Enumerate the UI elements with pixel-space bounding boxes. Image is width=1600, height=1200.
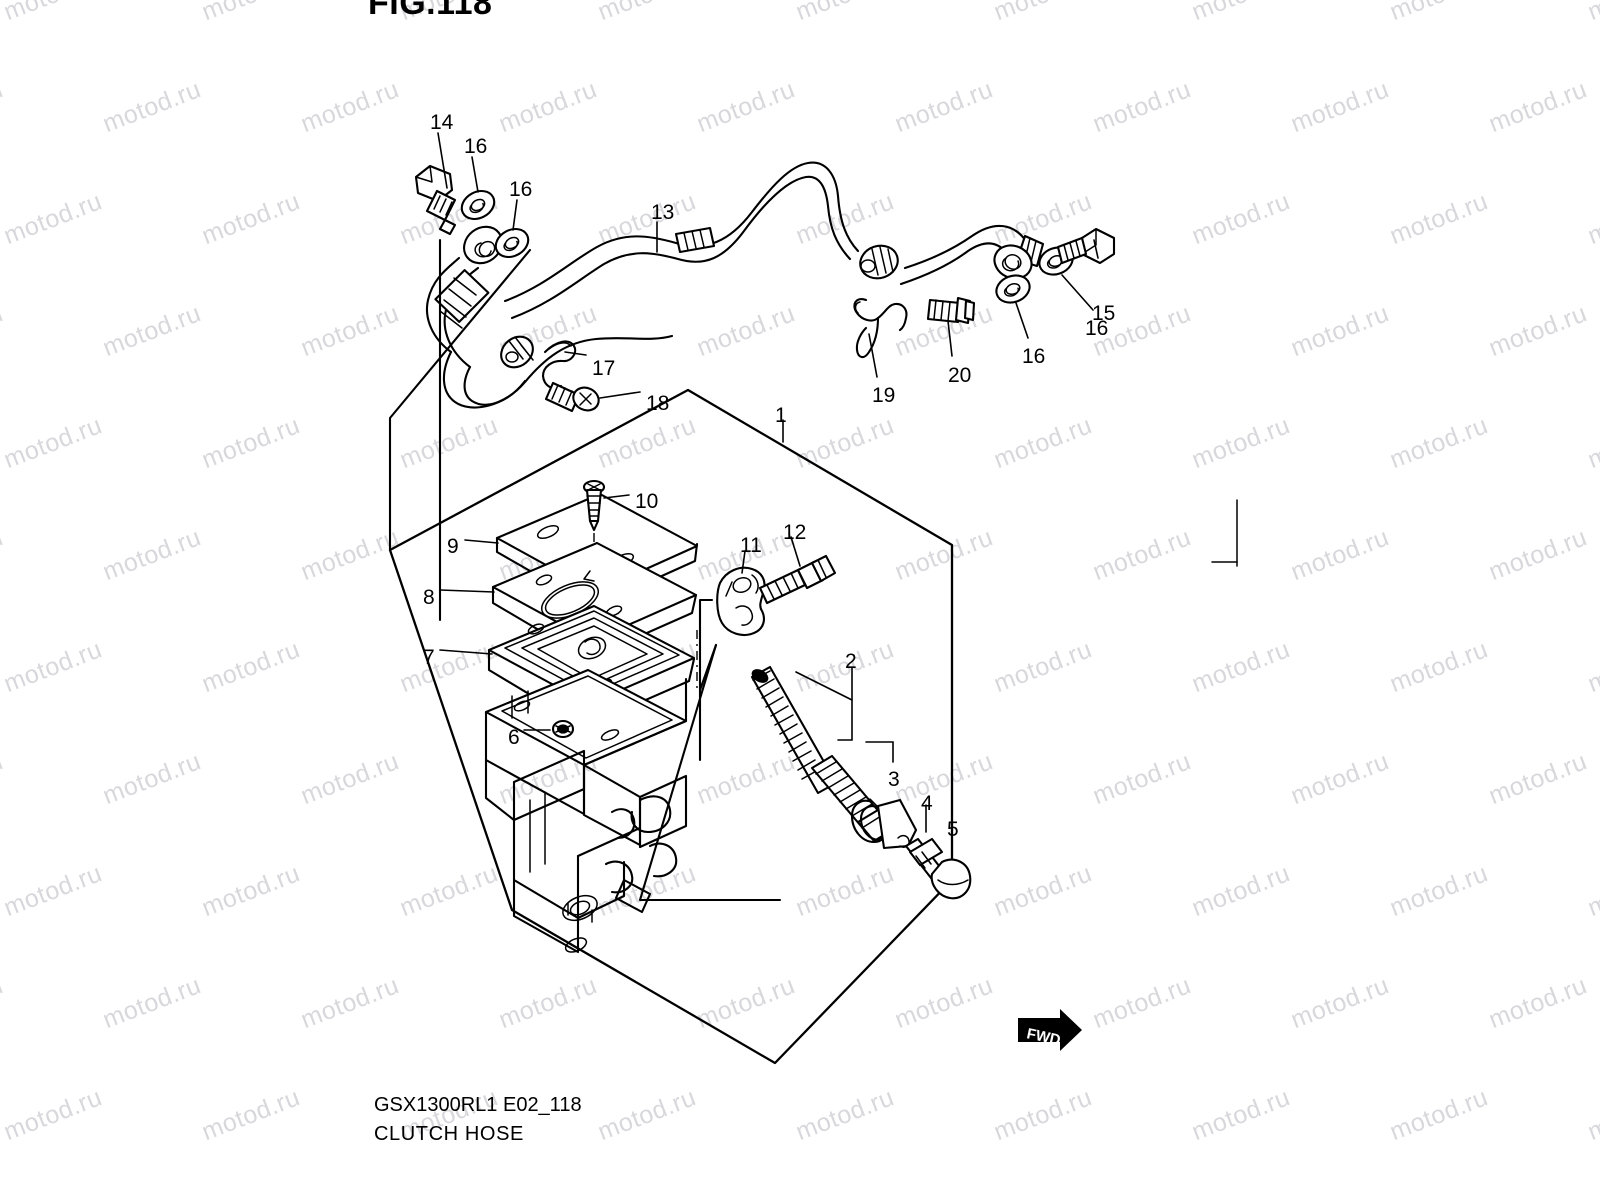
callout-bleeder-valve: 4 [921,792,933,815]
guide-clip-bolt-20 [926,296,976,325]
callout-union-bolt: 14 [430,111,454,134]
union-bolt-15 [1056,227,1116,265]
callout-clamp-bolt: 12 [783,521,807,544]
union-bolt-14 [414,164,457,236]
hose-banjo-left [434,225,503,329]
hose-crimp-left-lower [500,335,534,369]
figure-title: FIG.118 [368,0,493,22]
svg-text:FWD: FWD [1025,1025,1062,1049]
callout-piston-and-cup-set: 2 [845,650,857,673]
callout-leaders [437,132,1099,859]
callout-diaphragm: 7 [423,646,435,669]
hose-guide-clip-19 [853,298,908,359]
callout-gasket-washer: 16 [464,135,488,158]
clamp-bolt-12 [758,554,837,605]
callout-hose-clip: 17 [592,357,616,380]
master-cylinder-body [484,668,688,954]
hose-holder-11 [716,566,766,637]
callout-guide-clip-bolt: 20 [948,364,972,387]
callout-reservoir-plate: 8 [423,586,435,609]
callout-gasket-washer: 16 [1085,317,1109,340]
callout-clip-bolt: 18 [646,392,670,415]
gasket-washer-16-b [494,227,530,259]
internal-reference-lines [388,238,782,902]
callout-clutch-hose: 13 [651,201,675,224]
fwd-marker: FWD [1018,1009,1082,1051]
hose-crimp-right [859,244,899,280]
piston-cup-set-2 [750,665,896,843]
hose-clip-17 [541,340,577,390]
callout-hose-guide-clip: 19 [872,384,896,407]
callout-gasket-washer: 16 [509,178,533,201]
bleeder-cap-5 [930,858,972,900]
gasket-washer-16-d [995,274,1031,304]
callout-hose-clamp-holder: 11 [740,534,762,557]
circlip-3 [850,798,887,844]
callout-bleeder-cap: 5 [947,818,959,841]
hose-crimp-mid [674,226,716,254]
callout-gasket-washer: 16 [1022,345,1046,368]
figure-name: CLUTCH HOSE [374,1123,524,1145]
gasket-washer-16-a [460,189,496,221]
callout-clutch-master-cylinder-assembly: 1 [775,404,787,427]
registration-marks [1211,499,1238,567]
diaphragm-7 [487,604,696,729]
callout-union-bolt-lower: 15 [1092,302,1116,325]
callout-circlip: 3 [888,768,900,791]
clip-bolt-18 [544,381,600,413]
callout-cap-screw: 10 [635,490,659,513]
figure-code: GSX1300RL1 E02_118 [374,1094,582,1116]
callout-reservoir-screw: 6 [508,726,520,749]
callout-reservoir-cap: 9 [447,535,459,558]
